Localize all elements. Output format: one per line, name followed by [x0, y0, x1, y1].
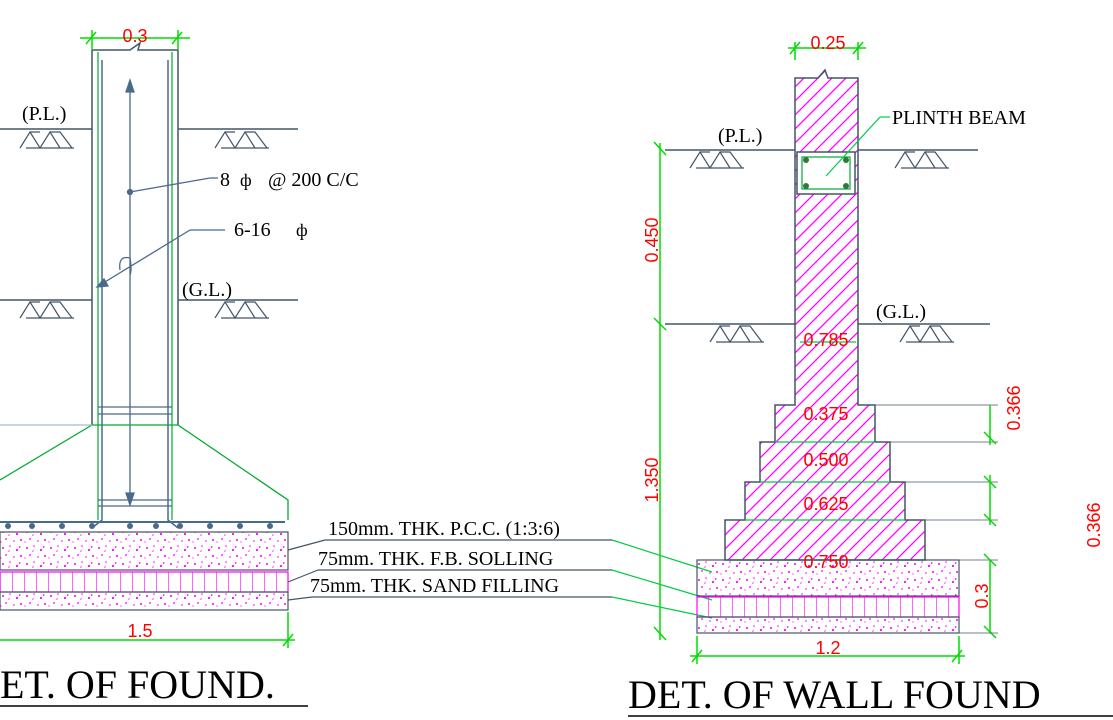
left-ground-lines: [0, 128, 298, 301]
phi-icon: ф: [296, 220, 308, 240]
step-width-0500: 0.500: [803, 450, 848, 470]
spacing-arrow: [125, 77, 135, 508]
note-pcc: 150mm. THK. P.C.C. (1:3:6): [328, 518, 560, 540]
right-top-dimension: [788, 41, 866, 60]
left-ground-symbols: [19, 130, 269, 320]
step-width-0375: 0.375: [803, 404, 848, 424]
right-brick-layer: [696, 596, 960, 618]
stirrup-ties: [98, 406, 172, 507]
right-title: DET. OF WALL FOUND: [628, 672, 1041, 717]
right-ground-symbols: [689, 150, 954, 344]
sand-filling-layer: [0, 591, 289, 611]
note-leaders: [287, 539, 612, 601]
left-pl-label: (P.L.): [22, 103, 66, 125]
main-rebar: [91, 60, 179, 529]
column-outline: [91, 41, 179, 425]
plinth-beam-label: PLINTH BEAM: [892, 107, 1026, 129]
right-top-dim-label: 0.25: [810, 33, 845, 53]
right-gl-label: (G.L.): [876, 301, 926, 323]
right-bottom-dim-label: 1.2: [815, 638, 840, 658]
right-pl-label: (P.L.): [718, 125, 762, 147]
right-left-dimension: [653, 141, 667, 641]
step-height-0366-a: 0.366: [1004, 385, 1024, 430]
rebar-leaders: [95, 177, 225, 288]
height-dim-1350: 1.350: [642, 457, 662, 502]
bottom-rebar: [0, 521, 285, 529]
left-bottom-dim-label: 1.5: [127, 621, 152, 641]
phi-icon: ф: [240, 170, 252, 190]
note-solling: 75mm. THK. F.B. SOLLING: [318, 548, 553, 570]
stirrup-spacing-label: @ 200 C/C: [268, 169, 359, 191]
wall-width-0785: 0.785: [803, 330, 848, 350]
main-bar-label: 6-16: [234, 219, 271, 241]
wall-stem: [724, 68, 926, 561]
lap-bend: [119, 256, 132, 276]
right-ground-lines: [665, 149, 990, 325]
step-width-0750: 0.750: [803, 552, 848, 572]
left-top-dimension: [80, 30, 190, 50]
layer-height-03: 0.3: [972, 583, 992, 608]
right-bottom-dimension: [690, 636, 965, 664]
left-bottom-dimension: [0, 612, 295, 648]
right-step-dimensions: [875, 404, 998, 639]
note-sand: 75mm. THK. SAND FILLING: [310, 575, 559, 597]
wall-footing-detail: [653, 41, 998, 664]
right-pcc-layer: [696, 559, 960, 597]
step-width-0625: 0.625: [803, 494, 848, 514]
column-footing-detail: [0, 30, 298, 648]
brick-solling-layer: [0, 571, 289, 593]
height-dim-0450: 0.450: [642, 217, 662, 262]
step-height-0366-b: 0.366: [1084, 502, 1104, 547]
column-cover-lines: [97, 52, 173, 520]
left-top-dim-label: 0.3: [122, 26, 147, 46]
note-leaders-right: [611, 539, 713, 619]
left-title: ET. OF FOUND.: [0, 662, 275, 707]
footing-outline: [0, 424, 289, 520]
left-gl-label: (G.L.): [182, 279, 232, 301]
pcc-layer: [0, 531, 289, 571]
stirrup-label: 8: [220, 169, 230, 191]
right-sand-layer: [696, 616, 960, 634]
